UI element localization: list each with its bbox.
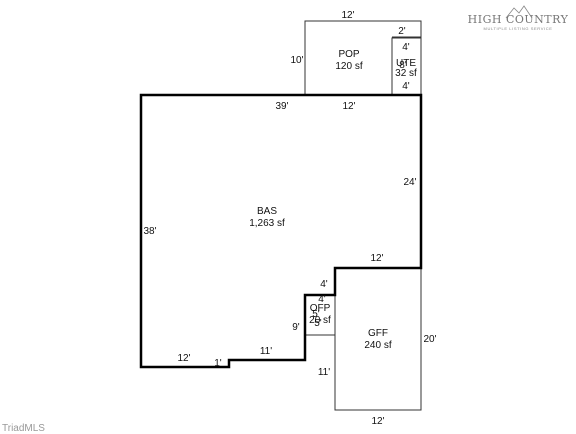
dim-bas-step: 12' bbox=[370, 253, 383, 264]
dim-ute-side: 8' bbox=[399, 60, 407, 71]
ofp-name: OFP bbox=[310, 303, 331, 314]
dim-bas-left: 38' bbox=[143, 226, 156, 237]
pop-size: 120 sf bbox=[335, 61, 362, 72]
bas-size: 1,263 sf bbox=[249, 218, 285, 229]
ute-name: UTE bbox=[396, 58, 416, 69]
dim-ofp-top: 4' bbox=[318, 294, 326, 305]
dim-ute-top: 2' bbox=[398, 26, 406, 37]
dim-bas-bottom-left: 12' bbox=[177, 353, 190, 364]
dim-pop-left: 10' bbox=[290, 55, 303, 66]
bas-outline bbox=[139, 93, 423, 369]
watermark: TriadMLS bbox=[2, 423, 45, 434]
dim-bas-left-of-ofp: 9' bbox=[292, 322, 300, 333]
gff-size: 240 sf bbox=[364, 340, 391, 351]
dim-bas-bottom-jog: 1' bbox=[214, 358, 222, 369]
dim-bas-bottom-mid: 11' bbox=[260, 346, 272, 357]
logo-name: HIGH COUNTRY bbox=[468, 13, 569, 26]
logo-subtitle: MULTIPLE LISTING SERVICE bbox=[484, 26, 553, 31]
dim-bas-top-left: 39' bbox=[275, 101, 288, 112]
dim-gff-left: 11' bbox=[318, 367, 330, 378]
dim-ute-upper: 4' bbox=[402, 42, 410, 53]
dim-bas-right: 24' bbox=[403, 177, 416, 188]
dim-gff-bottom: 12' bbox=[371, 416, 384, 427]
high-country-logo: HIGH COUNTRY MULTIPLE LISTING SERVICE bbox=[468, 5, 569, 31]
dim-bas-notch-top: 4' bbox=[320, 279, 328, 290]
ofp-size: 20 sf bbox=[309, 315, 331, 326]
ute-size: 32 sf bbox=[395, 68, 417, 79]
dim-ofp-side-b: 5' bbox=[314, 318, 322, 329]
pop-name: POP bbox=[338, 49, 359, 60]
dim-bas-top-right: 12' bbox=[342, 101, 355, 112]
dim-pop-top: 12' bbox=[341, 10, 354, 21]
mountain-icon bbox=[505, 5, 533, 19]
bas-name: BAS bbox=[257, 206, 277, 217]
gff-outline bbox=[334, 267, 422, 411]
dim-ofp-side-a: 5' bbox=[312, 309, 320, 320]
dim-gff-right: 20' bbox=[423, 334, 436, 345]
dim-ute-lower: 4' bbox=[402, 81, 410, 92]
gff-name: GFF bbox=[368, 328, 388, 339]
